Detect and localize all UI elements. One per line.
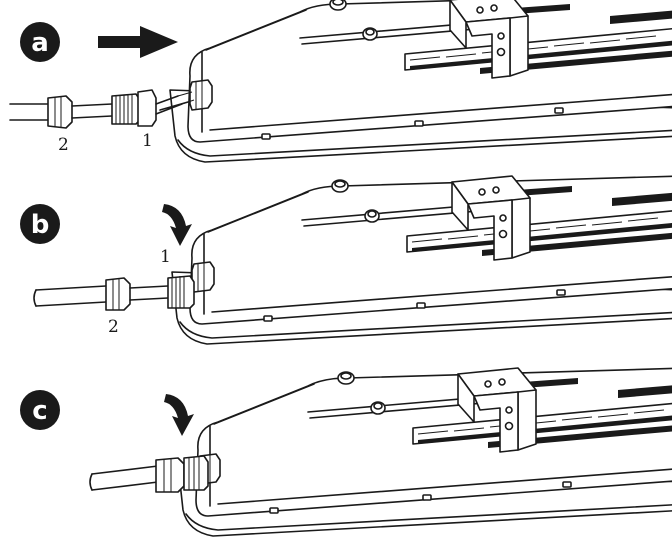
step-badge-c-label: c xyxy=(32,396,47,426)
fixture-a xyxy=(169,0,672,163)
callout-2-b: 2 xyxy=(108,317,119,337)
rotate-arrow-b-icon xyxy=(162,204,192,246)
fixture-c xyxy=(177,367,672,537)
panel-a: a 2 1 xyxy=(9,0,672,163)
step-badge-b-label: b xyxy=(31,210,50,240)
cable-assembly-b xyxy=(33,275,195,311)
step-badge-b xyxy=(20,204,60,244)
push-right-arrow-icon xyxy=(98,26,178,58)
cable-assembly-a xyxy=(9,89,195,129)
panel-b: b 1 2 xyxy=(20,175,672,345)
step-badge-c xyxy=(20,390,60,430)
rotate-arrow-c-icon xyxy=(164,394,194,436)
step-badge-a-label: a xyxy=(31,28,49,58)
callout-1-b: 1 xyxy=(160,247,171,267)
panel-c: c xyxy=(20,367,672,537)
callout-2-a: 2 xyxy=(58,135,69,155)
cable-assembly-c xyxy=(89,455,209,493)
fixture-b xyxy=(171,175,672,345)
callout-1-a: 1 xyxy=(142,131,153,151)
step-badge-a xyxy=(20,22,60,62)
